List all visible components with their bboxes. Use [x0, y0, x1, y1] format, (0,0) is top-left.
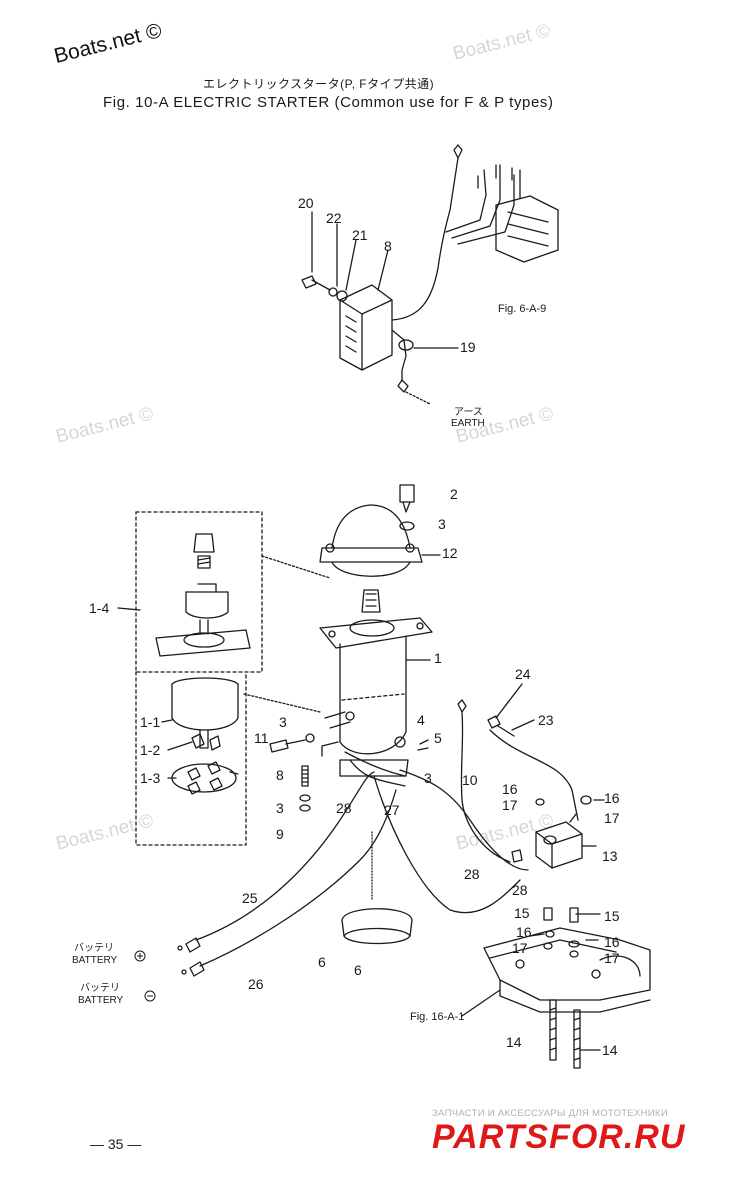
page-title: Fig. 10-A ELECTRIC STARTER (Common use f… [103, 94, 554, 111]
callout-22: 22 [326, 210, 342, 226]
callout-24: 24 [515, 666, 531, 682]
battery-plus-label-jp: バッテリ [74, 943, 114, 954]
callout-26: 26 [248, 976, 264, 992]
callout-3-top: 3 [438, 516, 446, 532]
callout-16-d: 16 [604, 934, 620, 950]
callout-11: 11 [254, 730, 269, 746]
callout-1: 1 [434, 650, 442, 666]
callout-21: 21 [352, 227, 368, 243]
battery-minus-label: BATTERY [78, 995, 124, 1006]
callout-6-b: 6 [354, 962, 362, 978]
callout-8-relay: 8 [384, 238, 392, 254]
callout-14-b: 14 [602, 1042, 618, 1058]
callout-16-c: 16 [516, 924, 532, 940]
callout-2: 2 [450, 486, 458, 502]
callout-12: 12 [442, 545, 458, 561]
callout-13: 13 [602, 848, 618, 864]
earth-label: EARTH [451, 418, 485, 429]
bolt-20 [301, 275, 331, 291]
battery-plus-label: BATTERY [72, 955, 118, 966]
callout-15-b: 15 [604, 908, 620, 924]
washer-22 [328, 287, 338, 297]
callout-3-right: 3 [424, 770, 432, 786]
callout-17-c: 17 [512, 940, 528, 956]
ref-fig-16-a-1: Fig. 16-A-1 [410, 1011, 465, 1023]
callout-17-a: 17 [502, 797, 518, 813]
callout-5: 5 [434, 730, 442, 746]
ref-fig-6-a-9: Fig. 6-A-9 [498, 303, 547, 315]
callout-1-3: 1-3 [140, 770, 161, 786]
callout-14-a: 14 [506, 1034, 522, 1050]
callout-1-2: 1-2 [140, 742, 161, 758]
callout-3-mid: 3 [279, 714, 287, 730]
callout-4: 4 [417, 712, 425, 728]
callout-28-right: 28 [512, 882, 528, 898]
callout-27: 27 [384, 802, 400, 818]
callout-20: 20 [298, 195, 314, 211]
callout-17-d: 17 [604, 950, 620, 966]
callout-19: 19 [460, 339, 476, 355]
callout-1-1: 1-1 [140, 714, 161, 730]
title-japanese: エレクトリックスタータ(P, Fタイプ共通) [203, 77, 435, 91]
callout-6-a: 6 [318, 954, 326, 970]
callout-3-low: 3 [276, 800, 284, 816]
brand-tagline: ЗАПЧАСТИ И АКСЕССУАРЫ ДЛЯ МОТОТЕХНИКИ [432, 1108, 668, 1119]
callout-15-a: 15 [514, 905, 530, 921]
callout-10: 10 [462, 772, 478, 788]
callout-17-b: 17 [604, 810, 620, 826]
callout-25: 25 [242, 890, 258, 906]
washer-21 [336, 290, 348, 302]
callout-23: 23 [538, 712, 554, 728]
callout-28-left: 28 [464, 866, 480, 882]
relay-unit-8 [339, 284, 393, 371]
callout-28-band: 28 [336, 800, 352, 816]
earth-label-jp: アース [454, 407, 483, 418]
callout-16-a: 16 [502, 781, 518, 797]
callout-8-bolt: 8 [276, 767, 284, 783]
battery-minus-label-jp: バッテリ [80, 983, 120, 994]
callout-9: 9 [276, 826, 284, 842]
page-number: — 35 — [90, 1136, 142, 1152]
brand-logo: PARTSFOR.RU [432, 1118, 686, 1156]
callout-1-4: 1-4 [89, 600, 110, 616]
callout-16-b: 16 [604, 790, 620, 806]
